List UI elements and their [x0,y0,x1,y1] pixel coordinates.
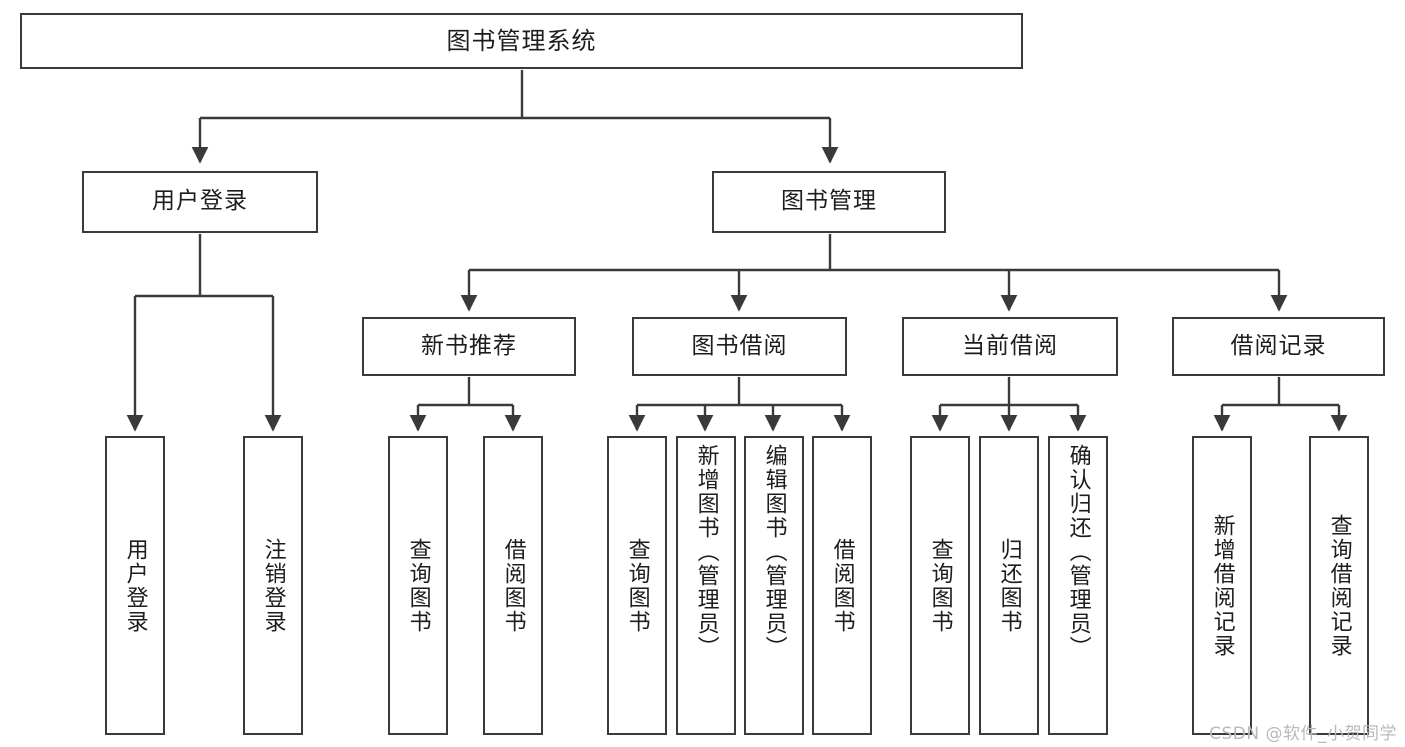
node-book-management[interactable]: 图书管理 [712,171,946,233]
leaf-bb-borrow-book[interactable]: 借阅图书 [812,436,872,735]
leaf-nb-borrow-book[interactable]: 借阅图书 [483,436,543,735]
leaf-bb-edit-book-admin[interactable]: 编辑图书（管理员） [744,436,804,735]
leaf-br-query-record[interactable]: 查询借阅记录 [1309,436,1369,735]
leaf-label: 查询图书 [405,537,431,634]
node-root-system[interactable]: 图书管理系统 [20,13,1023,69]
leaf-logout[interactable]: 注销登录 [243,436,303,735]
node-borrow-record[interactable]: 借阅记录 [1172,317,1385,376]
leaf-cb-return-book[interactable]: 归还图书 [979,436,1039,735]
leaf-user-login[interactable]: 用户登录 [105,436,165,735]
leaf-label: 借阅图书 [500,537,526,634]
leaf-label: 新增借阅记录 [1209,513,1235,658]
leaf-br-add-record[interactable]: 新增借阅记录 [1192,436,1252,735]
node-current-borrow[interactable]: 当前借阅 [902,317,1118,376]
leaf-label: 新增图书（管理员） [693,444,719,660]
leaf-nb-query-book[interactable]: 查询图书 [388,436,448,735]
leaf-cb-query-book[interactable]: 查询图书 [910,436,970,735]
node-new-book-recommend[interactable]: 新书推荐 [362,317,576,376]
node-book-borrow[interactable]: 图书借阅 [632,317,847,376]
leaf-label: 编辑图书（管理员） [761,444,787,660]
leaf-label: 归还图书 [996,537,1022,634]
leaf-cb-confirm-return-admin[interactable]: 确认归还（管理员） [1048,436,1108,735]
leaf-label: 确认归还（管理员） [1065,444,1091,660]
leaf-label: 查询图书 [927,537,953,634]
leaf-label: 查询借阅记录 [1326,513,1352,658]
leaf-label: 注销登录 [260,537,286,634]
leaf-label: 用户登录 [122,537,148,634]
leaf-bb-add-book-admin[interactable]: 新增图书（管理员） [676,436,736,735]
leaf-label: 查询图书 [624,537,650,634]
leaf-label: 借阅图书 [829,537,855,634]
node-user-login[interactable]: 用户登录 [82,171,318,233]
leaf-bb-query-book[interactable]: 查询图书 [607,436,667,735]
csdn-watermark: CSDN @软件_小贺同学 [1209,724,1397,744]
